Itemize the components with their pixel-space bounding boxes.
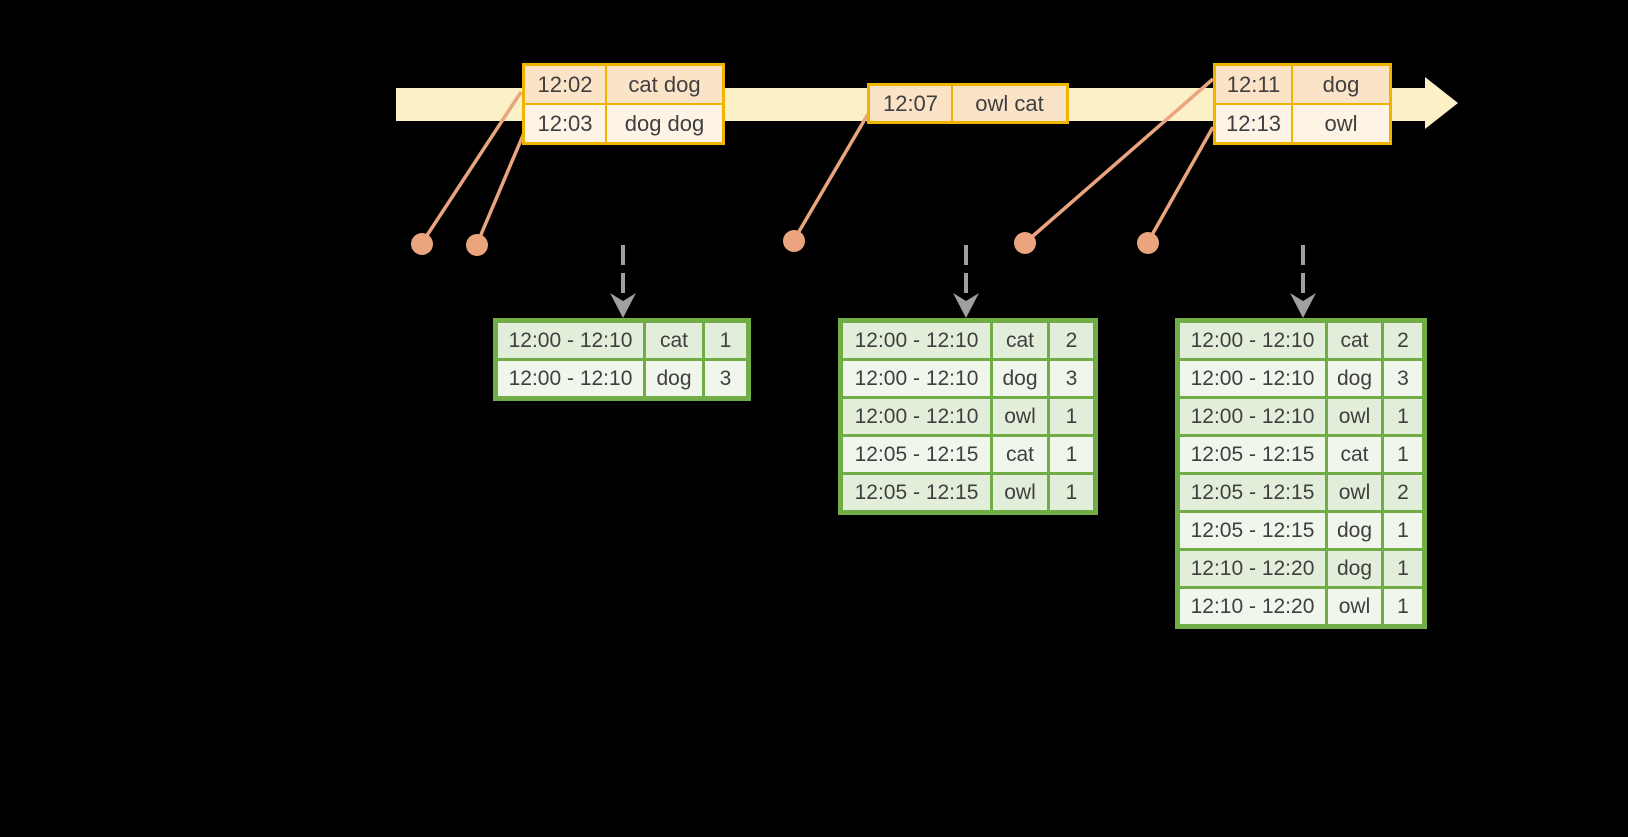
window-cell: 12:10 - 12:20 xyxy=(1180,551,1325,586)
count-cell: 3 xyxy=(1050,361,1093,396)
count-cell: 1 xyxy=(1050,399,1093,434)
window-cell: 12:00 - 12:10 xyxy=(1180,399,1325,434)
event-connector-line xyxy=(792,113,870,241)
word-cell: owl xyxy=(1328,399,1381,434)
word-cell: cat xyxy=(646,323,702,358)
count-cell: 2 xyxy=(1384,323,1422,358)
words-cell: dog dog xyxy=(605,103,725,145)
count-cell: 1 xyxy=(1050,437,1093,472)
count-cell: 2 xyxy=(1384,475,1422,510)
count-cell: 2 xyxy=(1050,323,1093,358)
word-cell: dog xyxy=(1328,513,1381,548)
time-cell: 12:03 xyxy=(522,103,607,145)
event-dot xyxy=(466,234,488,256)
word-cell: cat xyxy=(993,323,1047,358)
count-cell: 1 xyxy=(1384,437,1422,472)
window-cell: 12:05 - 12:15 xyxy=(843,475,990,510)
window-cell: 12:05 - 12:15 xyxy=(843,437,990,472)
words-cell: owl cat xyxy=(951,83,1069,124)
count-cell: 3 xyxy=(1384,361,1422,396)
window-cell: 12:00 - 12:10 xyxy=(843,323,990,358)
window-cell: 12:00 - 12:10 xyxy=(498,361,643,396)
trigger-arrowhead-icon xyxy=(610,293,636,318)
words-cell: dog xyxy=(1291,63,1392,105)
word-cell: owl xyxy=(1328,475,1381,510)
time-cell: 12:02 xyxy=(522,63,607,105)
window-cell: 12:00 - 12:10 xyxy=(843,361,990,396)
count-cell: 1 xyxy=(1384,513,1422,548)
count-cell: 1 xyxy=(1384,589,1422,624)
word-cell: owl xyxy=(993,399,1047,434)
count-cell: 1 xyxy=(1384,551,1422,586)
word-cell: dog xyxy=(993,361,1047,396)
window-cell: 12:05 - 12:15 xyxy=(1180,513,1325,548)
window-cell: 12:00 - 12:10 xyxy=(1180,323,1325,358)
trigger-arrowhead-icon xyxy=(1290,293,1316,318)
count-cell: 1 xyxy=(1050,475,1093,510)
word-cell: owl xyxy=(993,475,1047,510)
event-connector-line xyxy=(1146,126,1215,243)
word-cell: dog xyxy=(1328,551,1381,586)
word-cell: cat xyxy=(993,437,1047,472)
event-connector-line xyxy=(475,132,526,245)
window-cell: 12:00 - 12:10 xyxy=(498,323,643,358)
window-cell: 12:10 - 12:20 xyxy=(1180,589,1325,624)
window-cell: 12:05 - 12:15 xyxy=(1180,475,1325,510)
word-cell: cat xyxy=(1328,437,1381,472)
window-cell: 12:05 - 12:15 xyxy=(1180,437,1325,472)
word-cell: dog xyxy=(1328,361,1381,396)
time-cell: 12:13 xyxy=(1213,103,1293,145)
trigger-arrowhead-icon xyxy=(953,293,979,318)
window-cell: 12:00 - 12:10 xyxy=(1180,361,1325,396)
count-cell: 1 xyxy=(1384,399,1422,434)
word-cell: dog xyxy=(646,361,702,396)
time-cell: 12:11 xyxy=(1213,63,1293,105)
event-dot xyxy=(1014,232,1036,254)
words-cell: owl xyxy=(1291,103,1392,145)
event-dot xyxy=(783,230,805,252)
event-dot xyxy=(411,233,433,255)
count-cell: 3 xyxy=(705,361,746,396)
window-cell: 12:00 - 12:10 xyxy=(843,399,990,434)
event-dot xyxy=(1137,232,1159,254)
timeline-arrowhead-icon xyxy=(1425,77,1458,129)
words-cell: cat dog xyxy=(605,63,725,105)
time-cell: 12:07 xyxy=(867,83,953,124)
word-cell: cat xyxy=(1328,323,1381,358)
word-cell: owl xyxy=(1328,589,1381,624)
count-cell: 1 xyxy=(705,323,746,358)
